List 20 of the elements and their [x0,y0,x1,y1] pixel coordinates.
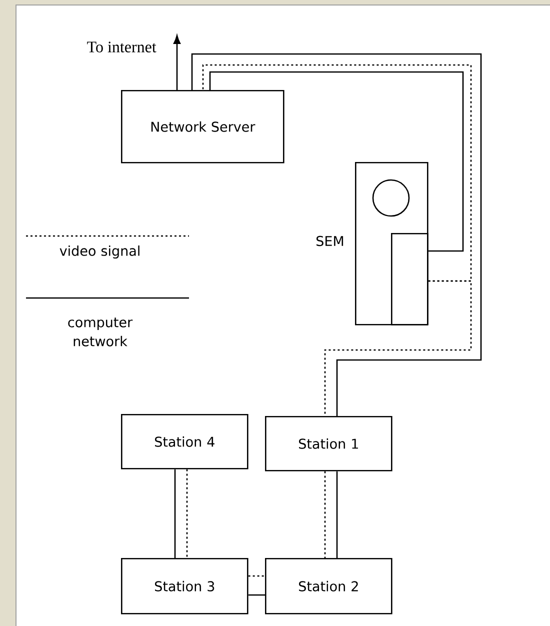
station-box: Station 3 [121,558,248,614]
video-line [186,469,188,558]
network-line [191,53,482,416]
arrow [173,35,181,90]
network-line [209,71,464,252]
network-line [174,469,176,558]
station-box: Station 2 [265,558,392,614]
network-line [336,471,338,558]
network-line [248,594,265,596]
legend-text: computer network [68,318,133,346]
legend-text: video signal [60,245,140,259]
server-box: Network Server [121,90,284,164]
video-line [324,471,326,558]
station-box: Station 4 [121,414,248,470]
node-label: SEM [316,236,344,246]
label-text: To internet [87,42,156,52]
station-box: Station 1 [265,416,392,472]
video-line [324,280,472,416]
video-line [248,575,265,577]
column-box [391,233,428,326]
